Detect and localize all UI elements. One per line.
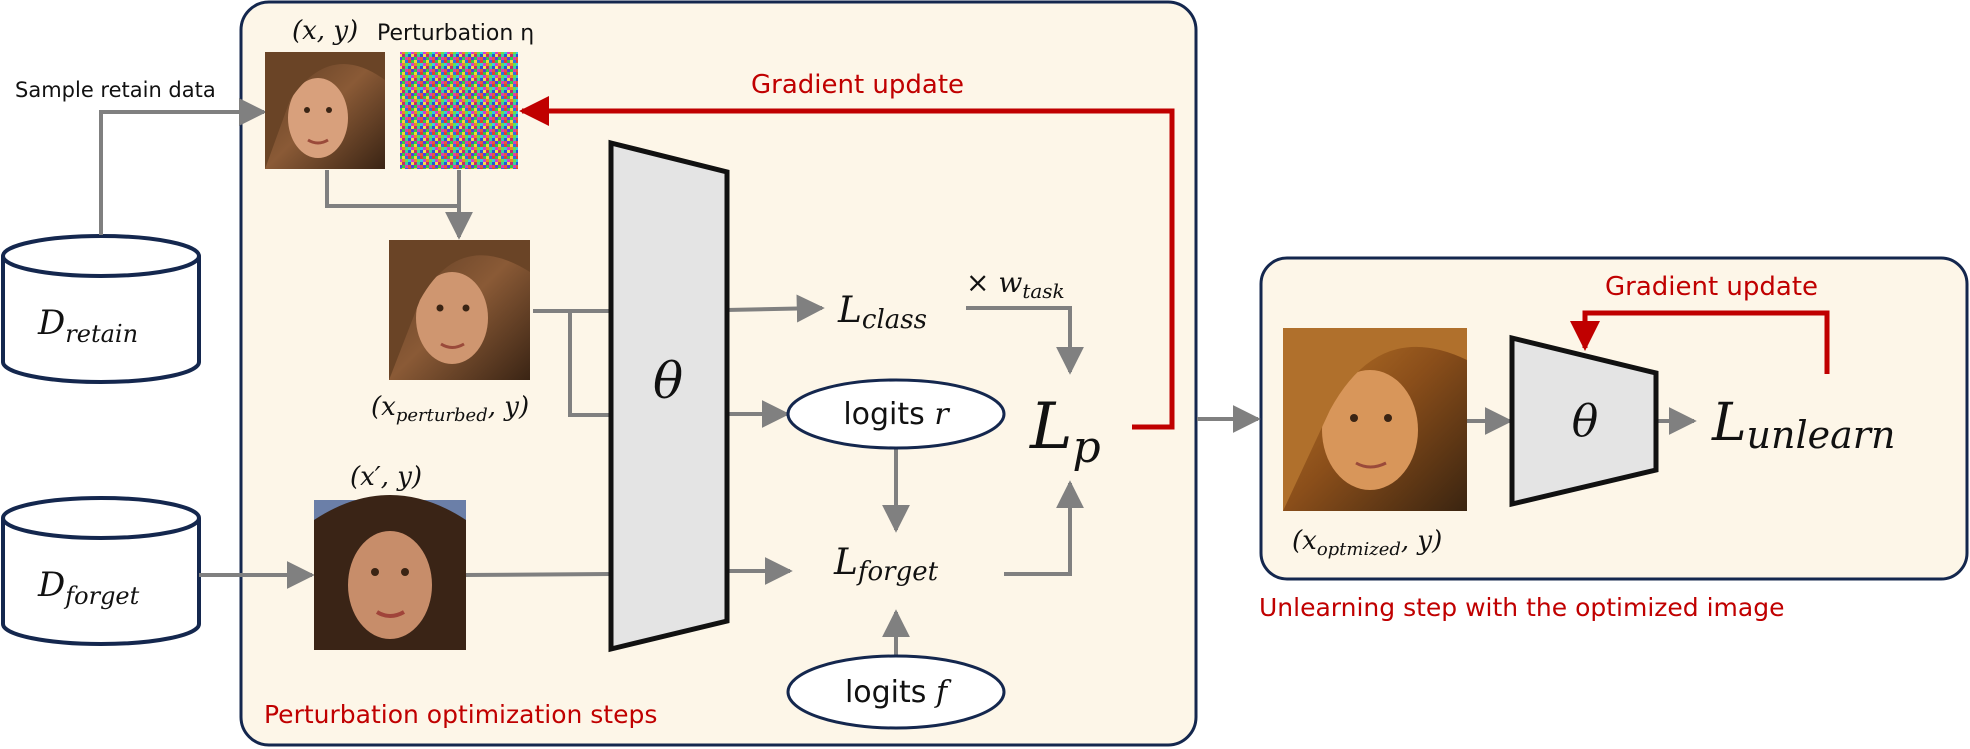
image-perturbed	[389, 240, 530, 380]
forget-database: Dforget	[1, 496, 201, 646]
lclass-sub: class	[862, 305, 927, 335]
arrow-model-to-lclass	[725, 294, 825, 323]
logits-f-node: logits f	[786, 654, 1006, 730]
retain-database: Dretain	[1, 234, 201, 384]
lforget-script: L	[833, 542, 858, 583]
logits-f-text: logits	[845, 675, 936, 710]
logits-r-text: logits	[843, 397, 934, 432]
image-optimized	[1283, 328, 1467, 511]
arrow-merge-to-perturbed	[325, 170, 459, 237]
arrow-forgetimg-to-model	[464, 572, 611, 577]
unlearning-caption: Unlearning step with the optimized image	[1259, 593, 1784, 622]
lunlearn-sub: unlearn	[1747, 413, 1896, 457]
weight-prefix: × w	[966, 266, 1022, 299]
svg-text:Lforget: Lforget	[833, 542, 939, 587]
svg-text:(xperturbed, y): (xperturbed, y)	[371, 392, 529, 426]
svg-text:(xoptmized, y): (xoptmized, y)	[1292, 526, 1442, 560]
perturbed-label-main: (x	[371, 392, 396, 422]
svg-text:Lp: Lp	[1029, 390, 1101, 473]
forget-sub: forget	[63, 582, 139, 610]
perturbed-label-sub: perturbed	[396, 405, 488, 426]
optimization-caption: Perturbation optimization steps	[264, 700, 657, 729]
perturbation-label: Perturbation η	[377, 21, 534, 46]
arrow-retain-to-xy	[99, 98, 267, 235]
optimized-label-main: (x	[1292, 526, 1317, 556]
optimized-label-tail: , y)	[1401, 526, 1442, 556]
logits-r-var: r	[934, 397, 950, 432]
lforget-sub: forget	[856, 557, 939, 587]
retain-sub: retain	[65, 320, 138, 348]
forget-image-label: (x′, y)	[350, 462, 422, 492]
image-xy	[265, 52, 385, 169]
gradient-update-arrow-right	[1570, 310, 1830, 374]
sample-retain-label: Sample retain data	[15, 78, 216, 102]
arrow-lclass-to-lp	[966, 306, 1084, 375]
theta-right-label: θ	[1572, 396, 1599, 447]
arrow-lforget-to-lp	[1004, 480, 1084, 576]
svg-text:logits f: logits f	[845, 675, 952, 710]
theta-left-label: θ	[653, 352, 683, 410]
optimized-label-sub: optmized	[1317, 539, 1401, 560]
perturbed-label-tail: , y)	[488, 392, 529, 422]
gradient-update-label-right: Gradient update	[1605, 272, 1818, 302]
svg-text:Lunlearn: Lunlearn	[1711, 393, 1895, 457]
weight-sub: task	[1022, 279, 1064, 303]
svg-text:logits r: logits r	[843, 397, 950, 432]
model-theta-left	[608, 139, 730, 653]
arrow-perturbed-to-model	[533, 309, 610, 417]
svg-text:Lclass: Lclass	[837, 290, 927, 335]
svg-text:Dretain: Dretain	[37, 303, 138, 348]
image-forget	[314, 495, 466, 650]
svg-text:Dforget: Dforget	[37, 565, 140, 610]
lp-script: L	[1029, 390, 1073, 464]
gradient-update-arrow-left	[519, 96, 1175, 430]
logits-r-node: logits r	[786, 378, 1006, 450]
retain-script-d: D	[37, 303, 65, 343]
lp-sub: p	[1073, 422, 1101, 473]
svg-text:× wtask: × wtask	[966, 266, 1065, 303]
gradient-update-label-left: Gradient update	[751, 70, 964, 100]
lunlearn-script: L	[1711, 393, 1747, 453]
perturbation-noise-image	[400, 52, 518, 169]
model-theta-right	[1509, 334, 1659, 508]
xy-label: (x, y)	[292, 16, 358, 46]
lclass-script: L	[837, 290, 862, 331]
forget-script-d: D	[37, 565, 65, 605]
